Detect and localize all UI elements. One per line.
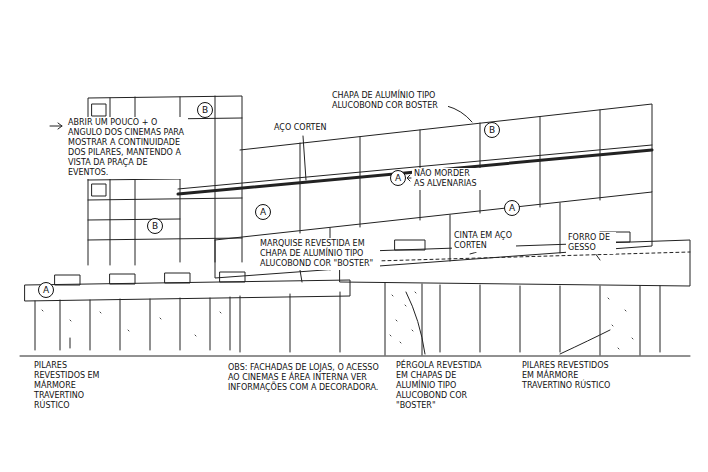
design-note: ABRIR UM POUCO + O ANGULO DOS CINEMAS PA… [66, 117, 188, 179]
callout-text: A [395, 174, 401, 183]
callout-letter: B [484, 122, 500, 138]
callout-letter: A [255, 204, 271, 220]
callout-letter: A [504, 200, 520, 216]
annotation: MARQUISE REVESTIDA EM CHAPA DE ALUMÍNIO … [258, 238, 380, 270]
lower-band [215, 192, 652, 278]
callout-text: A [260, 208, 266, 217]
callout-letter: A [38, 282, 54, 298]
pillars [35, 283, 660, 355]
annotation: AÇO CORTEN [272, 122, 334, 134]
ground-line [20, 356, 690, 357]
callout-text: B [152, 222, 158, 231]
annotation: CINTA EM AÇO CORTEN [452, 230, 516, 252]
callout-text: B [202, 106, 208, 115]
callout-text: B [489, 126, 495, 135]
annotation: PILARES REVESTIDOS EM MÁRMORE TRAVERTINO… [520, 360, 620, 392]
annotation: FORRO DE GESSO [566, 232, 616, 254]
upper-facade [178, 104, 652, 240]
callout-text: A [43, 286, 49, 295]
annotation: CHAPA DE ALUMÍNIO TIPO ALUCOBOND COR BOS… [330, 90, 448, 112]
callout-text: A [509, 204, 515, 213]
annotation: PÉRGOLA REVESTIDA EM CHAPAS DE ALUMÍNIO … [394, 360, 494, 412]
annotation: OBS: FACHADAS DE LOJAS, O ACESSO AO CINE… [226, 362, 382, 394]
leader-lines [50, 106, 610, 354]
callout-letter: B [197, 102, 213, 118]
callout-letter: A [390, 170, 406, 186]
callout-letter: B [147, 218, 163, 234]
annotation: NÃO MORDER AS ALVENARIAS [412, 168, 482, 190]
annotation: PILARES REVESTIDOS EM MÁRMORE TRAVERTINO… [32, 360, 120, 412]
